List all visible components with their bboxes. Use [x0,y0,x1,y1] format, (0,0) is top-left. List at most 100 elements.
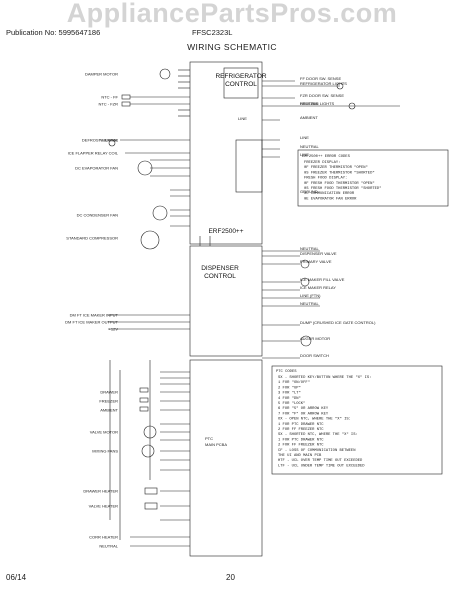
ptc-code-line: CF - LOSS OF COMMUNICATION BETWEEN [278,449,355,453]
left-component-label: NTC - FZR [98,102,118,107]
model-number: FFSC2323L [192,28,233,37]
error-code-line: 0S FRESH FOOD THERMISTOR "SHORTED" [304,186,381,191]
damper-motor-symbol [159,68,171,80]
valve-motor-symbol [143,425,157,439]
page-number: 20 [226,573,235,582]
ptc-code-line: OX - OPEN NTC, WHERE THE "X" IS: [278,417,351,422]
left-component-label: VALVE MOTOR [90,430,118,435]
right-component-label: GROUND [300,189,318,194]
error-code-line: 0S FREEZER THERMISTOR "SHORTED" [304,170,375,175]
right-component-label: AUGER MOTOR [300,336,330,341]
ambient-ntc-symbol [139,406,149,412]
dispenser-control-label-2: CONTROL [204,273,236,280]
mixing-fans-symbol [141,444,155,458]
ptc-codes-box [271,365,443,475]
error-code-line: 0F FRESH FOOD THERMISTOR "OPEN" [304,181,375,186]
ice-maker-valve-symbol [300,277,310,287]
left-component-label: DC EVAPORATOR FAN [75,166,118,171]
valve-heater-symbol [144,502,158,510]
ptc-label: PTC [205,436,213,441]
error-code-line: FREEZER DISPLAY: [304,161,340,165]
left-component-label: DRAWER [100,390,118,395]
right-component-label: NEUTRAL [300,301,319,306]
left-component-label: DEFROST HEATER [82,138,118,143]
left-component-label: MIXING FANS [92,449,118,454]
ptc-label-2: MAIN PCBA [205,442,227,447]
dispenser-control-board [189,245,263,357]
ptc-code-line: 4 FOR "DN" [278,396,301,401]
left-component-label: AMBIENT [100,408,118,413]
error-codes-title: ERF2500++ ERROR CODES [302,155,351,159]
ptc-code-line: 1 FOR "ON/OFF" [278,380,310,385]
ptc-code-line: SX - SHORTED KEY/BUTTON WHERE THE "X" IS… [278,375,371,380]
evaporator-fan-symbol [137,160,153,176]
refrigerator-control-label-box [223,67,259,99]
ptc-code-line: HTF - UCL OVER TEMP TIME OUT EXCEEDED [278,459,363,463]
right-component-label: FZR DOOR SW. SENSE [300,93,344,98]
right-component-label: NEUTRAL [300,246,319,251]
refrigerator-control-label: REFRIGERATOR [215,73,266,80]
auger-motor-symbol [300,335,312,347]
right-component-label: DOOR SWITCH [300,353,329,358]
freezer-lights-symbol [348,102,356,110]
ptc-codes-list: SX - SHORTED KEY/BUTTON WHERE THE "X" IS… [278,375,371,468]
compressor-symbol [140,230,160,250]
left-component-label: NEUTRAL [99,544,118,549]
ptc-code-line: THE UI AND MAIN PCB [278,454,322,458]
error-code-line: 0E EVAPORATOR FAN ERROR [304,197,357,201]
ptc-code-line: 5 FOR "LOCK" [278,401,305,406]
right-component-label: DUMP (CRUSHED ICE GATE CONTROL) [300,320,376,325]
ptc-code-line: 2 FOR FF FREEZER NTC [278,444,324,448]
line-label: LINE [238,116,247,121]
ptc-code-line: LTF - UCL UNDER TEMP TIME OUT EXCEEDED [278,464,365,468]
right-component-label: AMBIENT [300,115,318,120]
right-component-label: FF DOOR SW. SENSE [300,76,341,81]
ptc-code-line: 1 FOR PTC DRAWER NTC [278,423,324,427]
drawer-ntc-symbol [139,387,149,393]
erf-label: ERF2500++ [208,228,243,235]
left-component-label: VALVE HEATER [89,504,118,509]
primary-valve-symbol [300,259,310,269]
left-component-label: +12V [109,327,119,332]
left-component-label: DC CONDENSER FAN [77,213,118,218]
left-component-label: FREEZER [99,399,118,404]
left-wiring [108,69,190,547]
freezer-ntc-symbol [139,397,149,403]
left-component-label: ICE FLAPPER RELAY COIL [68,151,119,156]
right-component-label: LINE [300,152,309,157]
error-code-line: 0F FREEZER THERMISTOR "OPEN" [304,165,368,170]
left-component-label: NEUTRAL [99,138,118,143]
left-component-label: DAMPER MOTOR [85,72,118,77]
right-component-label: ICE MAKER RELAY [300,285,336,290]
ptc-code-line: 6 FOR "5" OR ARROW KEY [278,406,329,411]
right-component-label: LINE [300,135,309,140]
page-title: WIRING SCHEMATIC [187,42,277,52]
ptc-code-line: 3 FOR "LT" [278,391,301,396]
left-component-label: CORR HEATER [89,535,118,540]
refrigerator-control-board [189,61,263,245]
right-component-label: DISPENSER VALVE [300,251,337,256]
ptc-code-line: 1 FOR PTC DRAWER NTC [278,438,324,442]
dispenser-control-label: DISPENSER [201,265,239,272]
error-codes-list: FREEZER DISPLAY:0F FREEZER THERMISTOR "O… [304,161,381,201]
error-code-line: 0C COMMUNICATION ERROR [304,192,355,196]
publication-number: Publication No: 5995647186 [6,28,101,37]
left-component-label: DM FT ICE MAKER OUTPUT [65,320,118,325]
refrigerator-control-label-2: CONTROL [225,81,257,88]
left-component-label: DRAWER HEATER [83,489,118,494]
left-component-labels: DAMPER MOTOR NTC - FF NTC - FZR DEFROST HEA… [65,72,119,549]
right-component-label: NEUTRAL [300,101,319,106]
left-component-label: DM FT ICE MAKER INPUT [70,313,119,318]
right-wiring [199,80,400,359]
ntc-ff-symbol [121,94,131,100]
condenser-fan-symbol [152,205,168,221]
left-component-label: NTC - FF [101,95,118,100]
ptc-code-line: 7 FOR "F" OR ARROW KEY [278,411,329,416]
right-component-label: NEUTRAL [300,144,319,149]
right-component-label: ICE MAKER FILL VALVE [300,277,345,282]
right-component-label: REFRIGERATOR LIGHTS [300,81,347,86]
ptc-code-line: 2 FOR "UP" [278,385,301,390]
right-component-label: LINE (FTN) [300,293,321,298]
